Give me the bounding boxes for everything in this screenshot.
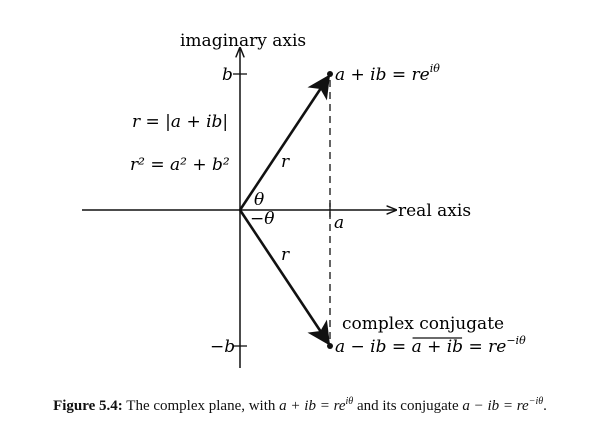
b-tick-label: b: [222, 65, 233, 85]
upper-point-exponent: iθ: [430, 62, 441, 75]
caption-expression-1-exponent: iθ: [345, 396, 354, 407]
r-label-upper: r: [281, 152, 290, 172]
a-tick-label: a: [334, 213, 344, 233]
lower-vector: [238, 209, 331, 346]
caption-expression-2: a − ib = re: [462, 398, 529, 414]
figure-caption: Figure 5.4: The complex plane, with a + …: [0, 396, 600, 415]
theta-label: θ: [254, 190, 264, 210]
imaginary-axis-label: imaginary axis: [180, 31, 306, 51]
complex-conjugate-label: complex conjugate: [342, 314, 504, 334]
complex-plane-diagram: imaginary axis real axis b −b a r = |a +…: [82, 31, 526, 368]
lower-point: [327, 343, 333, 349]
caption-text-2: and its conjugate: [353, 398, 463, 414]
overlined-expression: a + ib: [412, 337, 464, 357]
r-label-lower: r: [281, 245, 290, 265]
lower-point-label: a − ib = a + ib = re−iθ: [335, 334, 526, 357]
caption-text-3: .: [543, 398, 547, 414]
caption-figure-label: Figure 5.4:: [53, 398, 123, 414]
upper-vector: [238, 74, 331, 211]
r-definition: r = |a + ib|: [132, 112, 228, 132]
caption-expression-2-exponent: −iθ: [528, 396, 544, 407]
upper-point-label: a + ib = reiθ: [335, 62, 440, 85]
caption-expression-1: a + ib = re: [279, 398, 346, 414]
neg-b-tick-label: −b: [210, 337, 235, 357]
caption-text-1: The complex plane, with: [122, 398, 280, 414]
lower-point-exponent: −iθ: [506, 334, 526, 347]
upper-point: [327, 71, 333, 77]
real-axis-label: real axis: [398, 201, 471, 221]
neg-theta-label: −θ: [250, 209, 274, 229]
r-squared-definition: r² = a² + b²: [130, 155, 230, 175]
